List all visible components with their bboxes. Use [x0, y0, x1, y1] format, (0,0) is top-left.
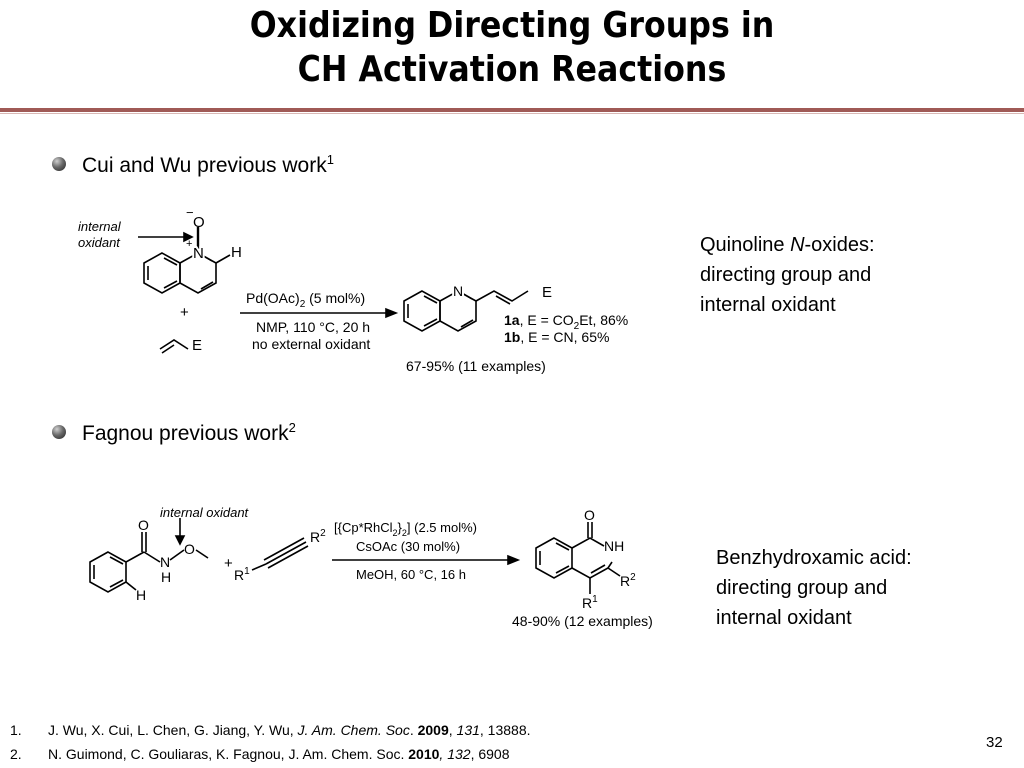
annot-oxidant: oxidant [78, 235, 121, 250]
annot-internal-oxidant: internal oxidant [160, 505, 250, 520]
bullet-cui-wu-text: Cui and Wu previous work [82, 154, 327, 177]
yield-2: 48-90% (12 examples) [512, 613, 653, 629]
cond-rh-catalyst: [{Cp*RhCl2}2] (2.5 mol%) [334, 520, 477, 538]
bullet-icon [52, 425, 66, 439]
prod-r2: R2 [620, 572, 636, 589]
n-atom: N [193, 245, 204, 262]
cond-meoh: MeOH, 60 °C, 16 h [356, 567, 466, 582]
cond-no-oxidant: no external oxidant [252, 336, 370, 352]
plus-sign: + [180, 304, 189, 321]
prod-1b: 1b, E = CN, 65% [504, 329, 609, 345]
bullet-cui-wu-ref: 1 [326, 152, 334, 167]
cond-csoac: CsOAc (30 mol%) [356, 539, 460, 554]
bullet-icon [52, 157, 66, 171]
yield-1: 67-95% (11 examples) [406, 358, 546, 374]
title-line-1: Oxidizing Directing Groups in [249, 5, 775, 46]
reference-2: 2.N. Guimond, C. Gouliaras, K. Fagnou, J… [10, 746, 510, 762]
title-line-2: CH Activation Reactions [297, 49, 727, 90]
reference-1: 1.J. Wu, X. Cui, L. Chen, G. Jiang, Y. W… [10, 722, 531, 738]
pyridine-ring [179, 252, 217, 294]
n-plus-charge: + [186, 238, 192, 250]
alkene-e: E [192, 337, 202, 354]
scheme-benzhydroxamic: internal oxidant O N H O H + R1 R2 [{Cp*… [89, 505, 653, 629]
prod-1a: 1a, E = CO2Et, 86% [504, 312, 628, 332]
prod-carbonyl-o: O [584, 507, 595, 523]
o-atom: O [193, 214, 205, 231]
prod-nh: NH [604, 538, 624, 554]
cond-catalyst: Pd(OAc)2 (5 mol%) [246, 290, 365, 310]
prod-e: E [542, 284, 552, 301]
references: 1.J. Wu, X. Cui, L. Chen, G. Jiang, Y. W… [10, 718, 531, 766]
o-minus-charge: − [186, 205, 194, 220]
scheme-quinoline-n-oxide: internal oxidant − O + N H + E Pd(OAc)2 … [78, 205, 628, 374]
alkyne-r2: R2 [310, 528, 326, 545]
h-atom: H [231, 244, 242, 261]
note-benzhydroxamic: Benzhydroxamic acid: directing group and… [716, 547, 912, 629]
ortho-h: H [136, 587, 146, 603]
annot-internal: internal [78, 219, 122, 234]
prod-r1: R1 [582, 594, 598, 611]
bullet-fagnou-text: Fagnou previous work [82, 422, 289, 445]
bullet-fagnou: Fagnou previous work2 [52, 420, 296, 446]
plus-sign-2: + [224, 555, 233, 572]
title-divider [0, 108, 1024, 112]
bullet-fagnou-ref: 2 [288, 420, 296, 435]
amide-n: N [160, 554, 170, 570]
methoxy-o: O [184, 541, 195, 557]
benzo-ring [143, 252, 181, 294]
title-divider-shadow [0, 113, 1024, 114]
carbonyl-o: O [138, 517, 149, 533]
bullet-cui-wu: Cui and Wu previous work1 [52, 152, 334, 178]
prod-n-atom: N [453, 283, 463, 299]
amide-h: H [161, 569, 171, 585]
slide-title: Oxidizing Directing Groups in CH Activat… [61, 4, 962, 92]
alkyne-r1: R1 [234, 566, 250, 583]
page-number: 32 [986, 734, 1003, 751]
cond-solvent: NMP, 110 °C, 20 h [256, 319, 370, 335]
note-quinoline: Quinoline N-oxides: directing group and … [700, 234, 875, 316]
